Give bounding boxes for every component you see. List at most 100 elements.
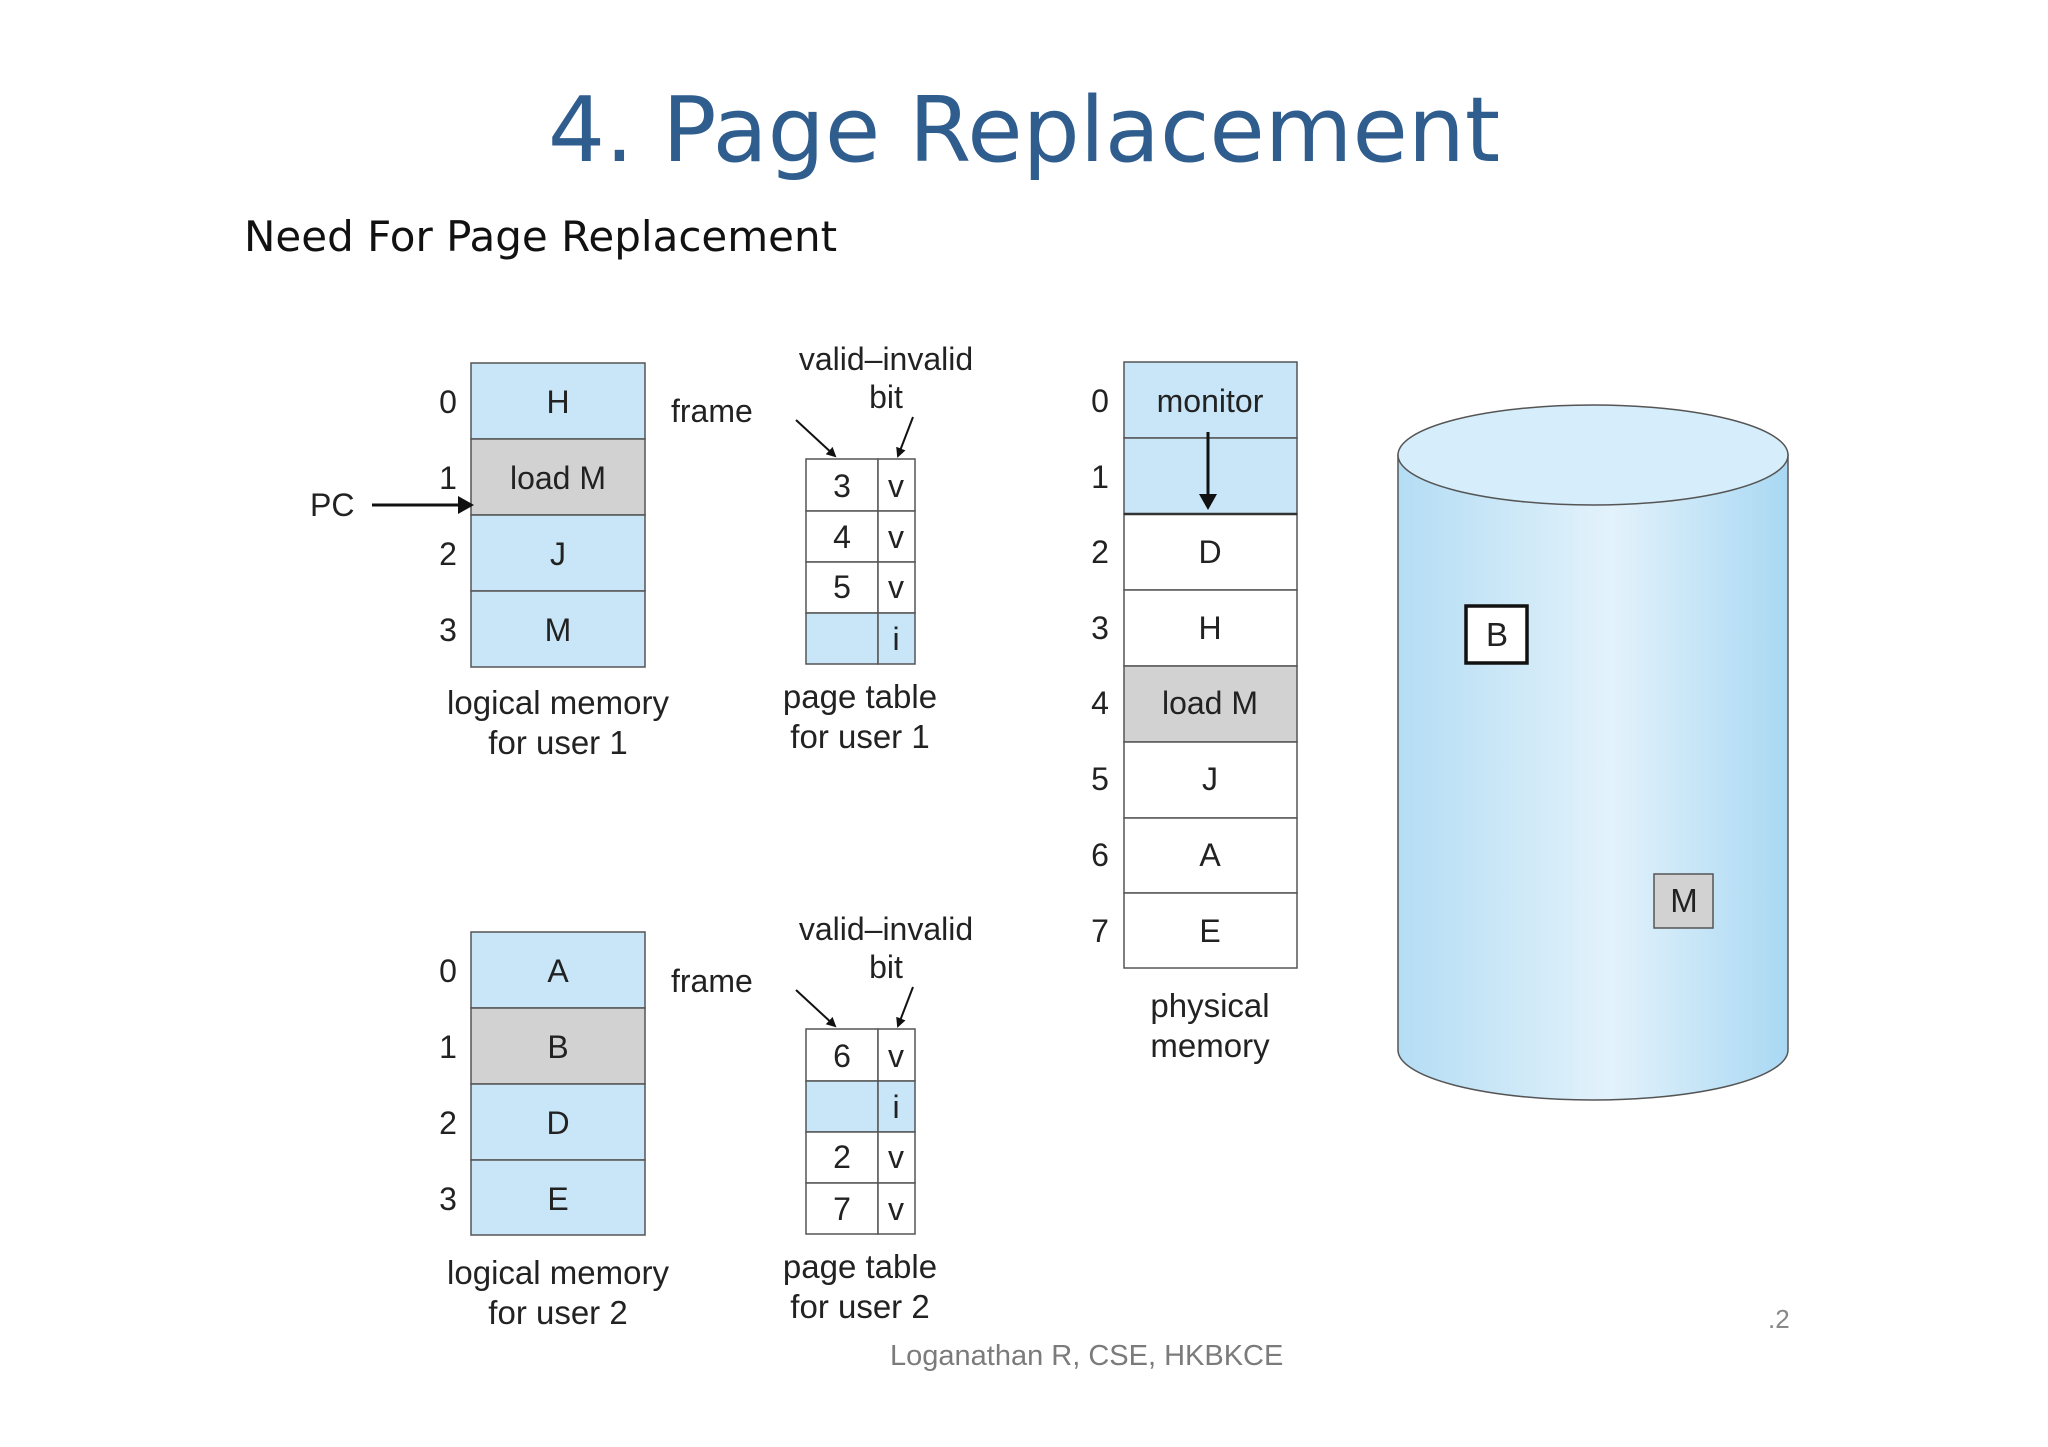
pt2-frame-label: frame: [671, 963, 753, 999]
disk-item-m-label: M: [1670, 882, 1698, 919]
pt2-valid-label-line2: bit: [869, 949, 903, 985]
logical-memory-user1: H load M J M 0 1 2 3 logical memory for …: [439, 362, 669, 761]
pt1-bit-1: v: [888, 519, 904, 555]
pm-index-2: 2: [1091, 534, 1109, 570]
pt1-caption-line1: page table: [783, 678, 937, 715]
pt2-frame-cell-1: [805, 1080, 879, 1133]
pm-cell-label-5: J: [1202, 761, 1218, 797]
pt2-bit-arrow: [896, 986, 914, 1028]
pt1-frame-arrow: [795, 419, 837, 458]
disk-item-m: [1653, 873, 1714, 929]
pt2-frame-0: 6: [833, 1038, 851, 1074]
pm-cell-0: [1123, 361, 1298, 439]
physical-memory: monitor D H load M J A E 0 1 2 3 4 5 6 7…: [1091, 361, 1298, 1064]
pt1-caption-line2: for user 1: [790, 718, 929, 755]
pt2-bit-cell-3: [877, 1182, 916, 1235]
pt1-frame-0: 3: [833, 468, 851, 504]
disk-top: [1397, 404, 1789, 506]
lm2-caption-line1: logical memory: [447, 1254, 669, 1291]
pt1-bit-cell-2: [877, 561, 916, 614]
pt2-caption-line1: page table: [783, 1248, 937, 1285]
pm-cell-label-0: monitor: [1157, 383, 1264, 419]
pt1-bit-0: v: [888, 468, 904, 504]
slide-title: 4. Page Replacement: [547, 78, 1501, 183]
pt2-bit-cell-0: [877, 1028, 916, 1082]
lm2-index-2: 2: [439, 1105, 457, 1141]
pt1-frame-2: 5: [833, 569, 851, 605]
lm1-cell-label-3: M: [545, 612, 572, 648]
pt2-valid-label-line1: valid–invalid: [799, 911, 973, 947]
lm2-index-0: 0: [439, 953, 457, 989]
slide-footer: Loganathan R, CSE, HKBKCE: [890, 1340, 1284, 1372]
lm2-cell-3: [470, 1159, 646, 1236]
page-table-user1: 3 4 5 v v v i: [805, 458, 916, 665]
backing-store-disk: B M: [1397, 404, 1789, 1101]
pt1-frame-label: frame: [671, 393, 753, 429]
lm1-index-0: 0: [439, 384, 457, 420]
pc-label: PC: [310, 487, 354, 523]
lm1-cell-label-1: load M: [510, 460, 606, 496]
pt2-bit-cell-1: [877, 1080, 916, 1133]
pt1-valid-label-line1: valid–invalid: [799, 341, 973, 377]
pm-cell-7: [1123, 892, 1298, 969]
lm1-cell-1: [470, 438, 646, 516]
pm-index-0: 0: [1091, 383, 1109, 419]
pt2-frame-cell-0: [805, 1028, 879, 1082]
lm1-cell-label-2: J: [550, 536, 566, 572]
pm-cell-1: [1123, 437, 1298, 515]
pt1-bit-cell-1: [877, 510, 916, 563]
page-table-user2: 6 2 7 v i v v: [805, 1028, 916, 1235]
pt1-frame-1: 4: [833, 519, 851, 555]
pt1-bit-3: i: [892, 621, 899, 657]
pt1-bit-cell-3: [877, 612, 916, 665]
lm1-cell-label-0: H: [546, 384, 569, 420]
pm-cell-label-6: A: [1199, 837, 1221, 873]
pt2-frame-arrow: [795, 989, 837, 1028]
lm1-cell-2: [470, 514, 646, 592]
pt1-bit-2: v: [888, 569, 904, 605]
pm-cell-label-3: H: [1198, 610, 1221, 646]
pt1-bit-cell-0: [877, 458, 916, 512]
lm2-caption-line2: for user 2: [488, 1294, 627, 1331]
lm1-cell-3: [470, 590, 646, 668]
pm-cell-label-2: D: [1198, 534, 1221, 570]
pt1-frame-cell-3: [805, 612, 879, 665]
lm2-cell-label-1: B: [547, 1029, 568, 1065]
lm2-index-1: 1: [439, 1029, 457, 1065]
slide-number: .2: [1768, 1304, 1790, 1334]
lm1-caption-line1: logical memory: [447, 684, 669, 721]
lm1-index-1: 1: [439, 460, 457, 496]
pm-cell-label-4: load M: [1162, 685, 1258, 721]
pm-cell-label-7: E: [1199, 913, 1220, 949]
lm1-caption-line2: for user 1: [488, 724, 627, 761]
pt2-frame-cell-3: [805, 1182, 879, 1235]
pt2-frame-2: 2: [833, 1139, 851, 1175]
pt2-bit-3: v: [888, 1191, 904, 1227]
pm-index-4: 4: [1091, 685, 1109, 721]
lm1-index-3: 3: [439, 612, 457, 648]
pm-cell-5: [1123, 741, 1298, 819]
pm-index-7: 7: [1091, 913, 1109, 949]
lm2-cell-1: [470, 1007, 646, 1085]
disk-body: [1397, 454, 1789, 1101]
disk-item-b: [1464, 604, 1529, 665]
pm-index-5: 5: [1091, 761, 1109, 797]
pt2-bit-1: i: [892, 1089, 899, 1125]
lm2-cell-label-0: A: [547, 953, 569, 989]
pm-index-3: 3: [1091, 610, 1109, 646]
pm-index-1: 1: [1091, 459, 1109, 495]
pm-caption-line2: memory: [1150, 1027, 1270, 1064]
pm-index-6: 6: [1091, 837, 1109, 873]
pm-cell-6: [1123, 817, 1298, 894]
pt1-frame-cell-0: [805, 458, 879, 512]
lm1-index-2: 2: [439, 536, 457, 572]
pt2-bit-0: v: [888, 1038, 904, 1074]
lm2-index-3: 3: [439, 1181, 457, 1217]
disk-item-b-label: B: [1486, 616, 1508, 653]
pt1-bit-arrow: [896, 416, 914, 458]
lm2-cell-0: [470, 931, 646, 1009]
lm2-cell-2: [470, 1083, 646, 1161]
logical-memory-user2: A B D E 0 1 2 3 logical memory for user …: [439, 931, 669, 1331]
pt2-bit-2: v: [888, 1139, 904, 1175]
